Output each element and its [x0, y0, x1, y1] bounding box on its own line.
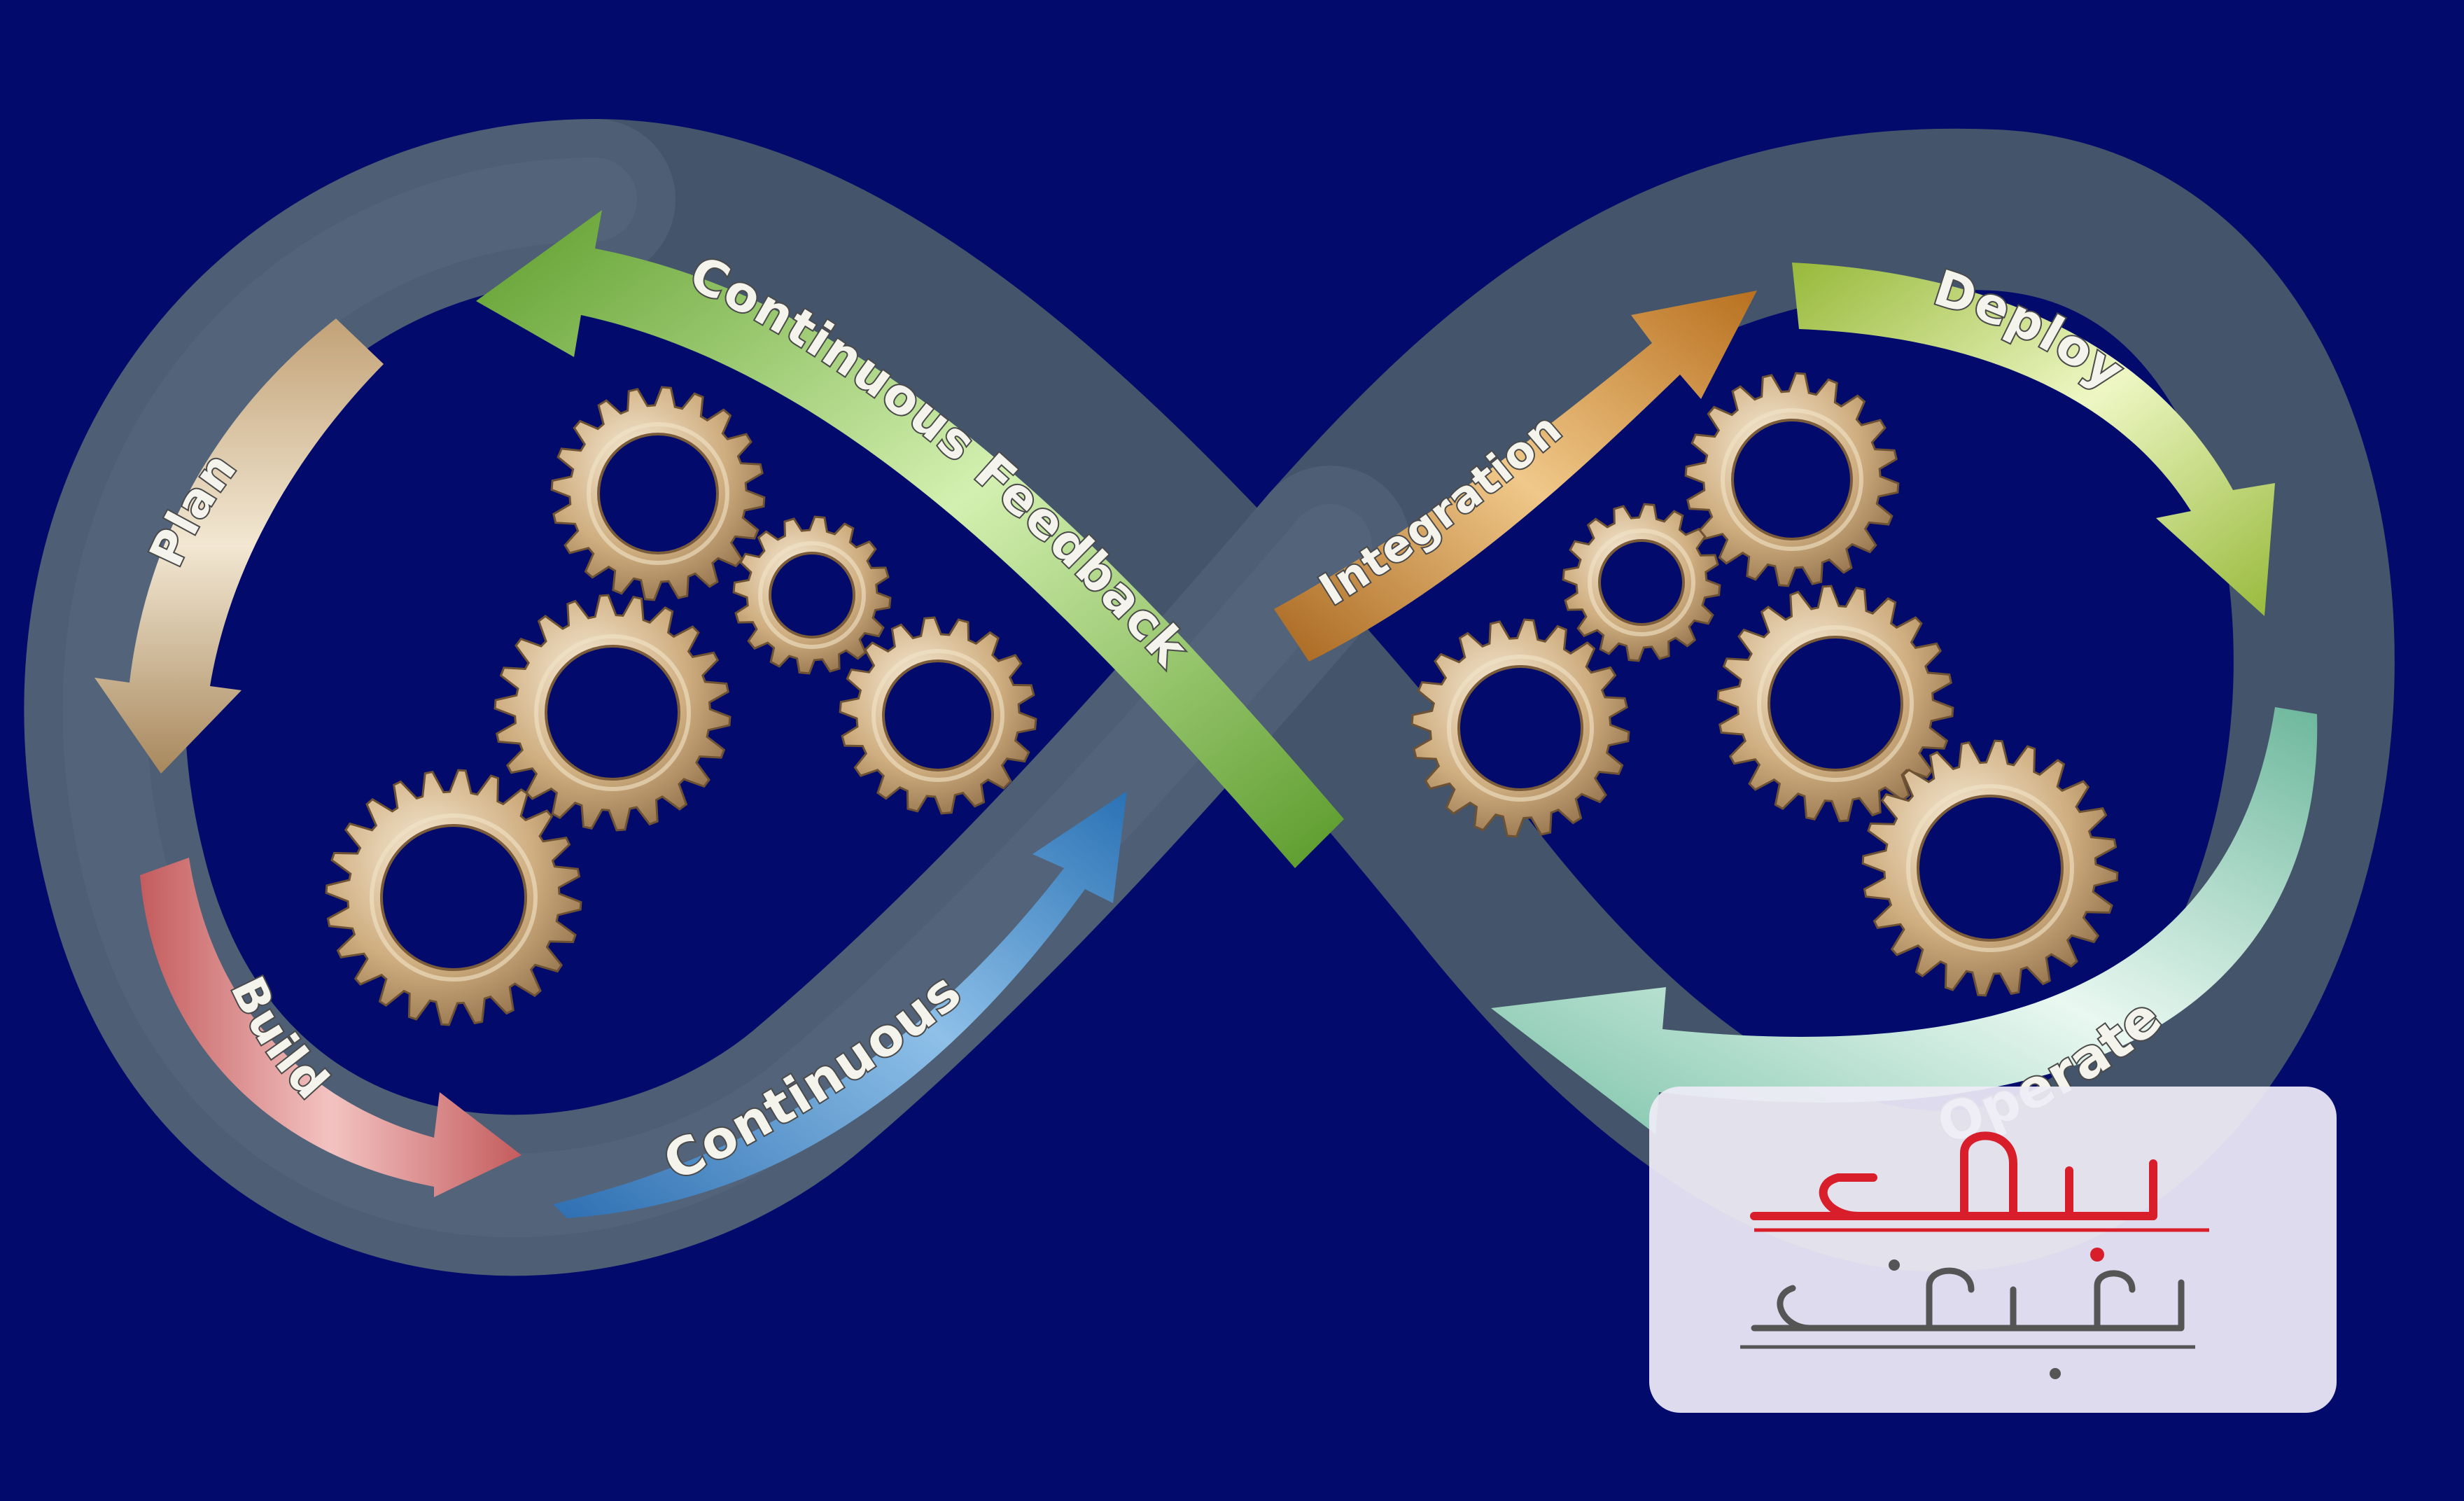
build-arrow	[140, 858, 522, 1197]
continuous-arrow	[553, 791, 1127, 1218]
watermark-logo-text-top	[1750, 1131, 2209, 1262]
gear-icon	[550, 386, 766, 601]
plan-arrow	[94, 319, 384, 774]
gear-icon	[839, 616, 1037, 815]
gear-icon	[732, 515, 892, 675]
watermark-logo-mark	[1740, 1131, 2209, 1379]
gear-icon	[1716, 585, 1954, 823]
gear-icon	[1861, 739, 2119, 997]
gear-icon	[325, 769, 582, 1026]
gear-cluster-left	[325, 386, 1037, 1026]
gear-icon	[493, 594, 732, 832]
gear-icon	[1684, 372, 1900, 587]
gear-icon	[1562, 503, 1721, 662]
gear-cluster-right	[1410, 372, 2119, 997]
watermark-logo-text-bottom	[1740, 1259, 2195, 1379]
continuous-feedback-arrow	[476, 210, 1344, 868]
integration-arrow	[1274, 291, 1757, 662]
gear-icon	[1410, 618, 1630, 838]
deploy-arrow	[1792, 263, 2275, 616]
operate-arrow	[1491, 707, 2318, 1134]
